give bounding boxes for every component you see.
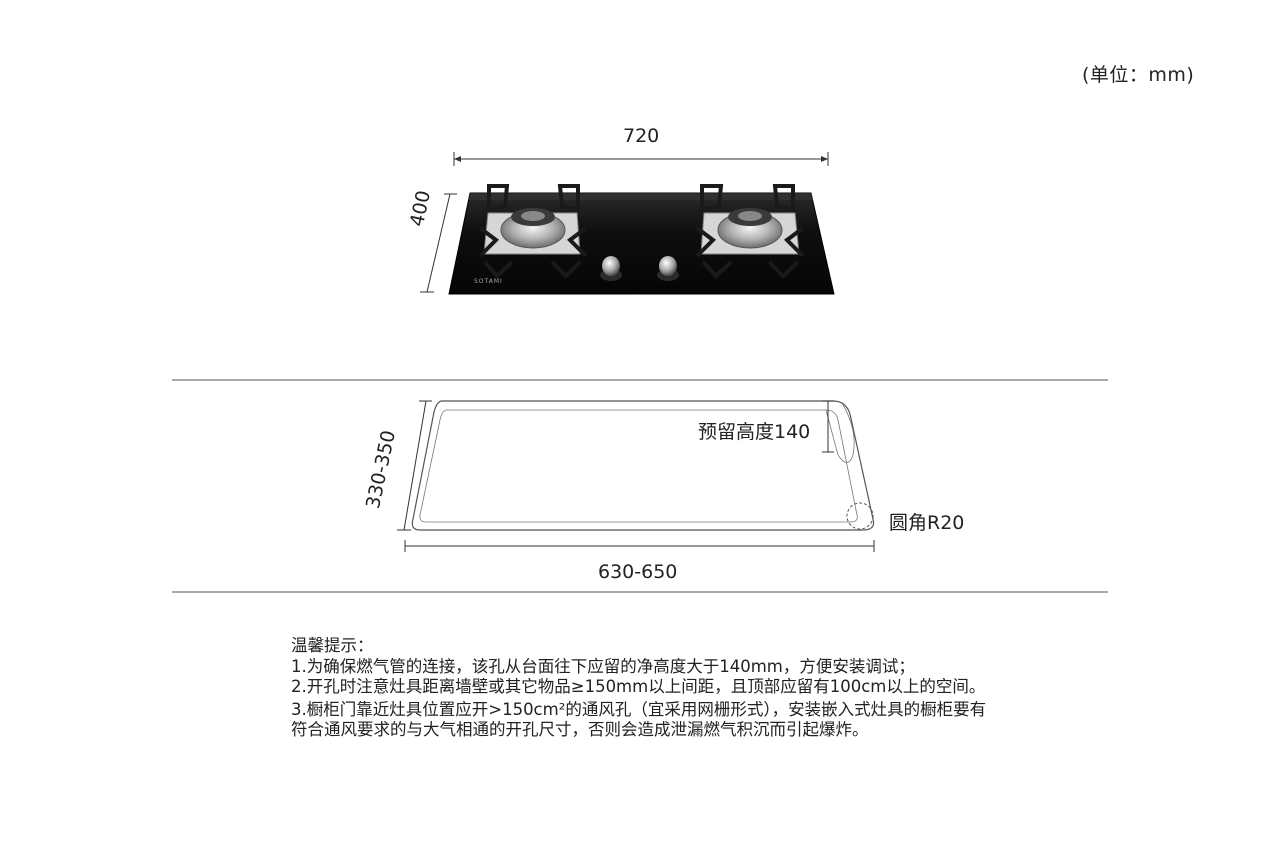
note-item-3: 3.橱柜门靠近灶具位置应开>150cm²的通风孔（宜采用网栅形式），安装嵌入式灶… <box>291 699 987 740</box>
cutout-width-dimension <box>404 540 875 552</box>
right-burner <box>695 184 805 279</box>
installation-notes: 温馨提示： 1.为确保燃气管的连接，该孔从台面往下应留的净高度大于140mm，方… <box>291 636 1011 741</box>
cooktop-width-label: 720 <box>623 125 660 147</box>
notes-title: 温馨提示： <box>291 636 374 655</box>
cutout-width-label: 630-650 <box>598 561 678 583</box>
width-dimension <box>453 152 829 166</box>
knob-left <box>600 256 622 281</box>
cooktop-image <box>448 184 835 295</box>
note-item-1: 1.为确保燃气管的连接，该孔从台面往下应留的净高度大于140mm，方便安装调试； <box>291 656 915 676</box>
brand-mark: SOTAMI <box>474 278 503 285</box>
unit-label: (单位：mm) <box>1082 64 1195 86</box>
left-burner <box>478 184 588 279</box>
depth-dimension <box>420 193 457 293</box>
reserve-height-label: 预留高度140 <box>698 421 811 443</box>
cutout-depth-dimension <box>397 400 432 531</box>
corner-radius-label: 圆角R20 <box>889 512 965 534</box>
reserve-height-indicator <box>822 400 834 453</box>
knob-right <box>657 256 679 281</box>
note-item-2: 2.开孔时注意灶具距离墙壁或其它物品≥150mm以上间距，且顶部应留有100cm… <box>291 677 986 696</box>
cutout-outline <box>411 400 875 531</box>
